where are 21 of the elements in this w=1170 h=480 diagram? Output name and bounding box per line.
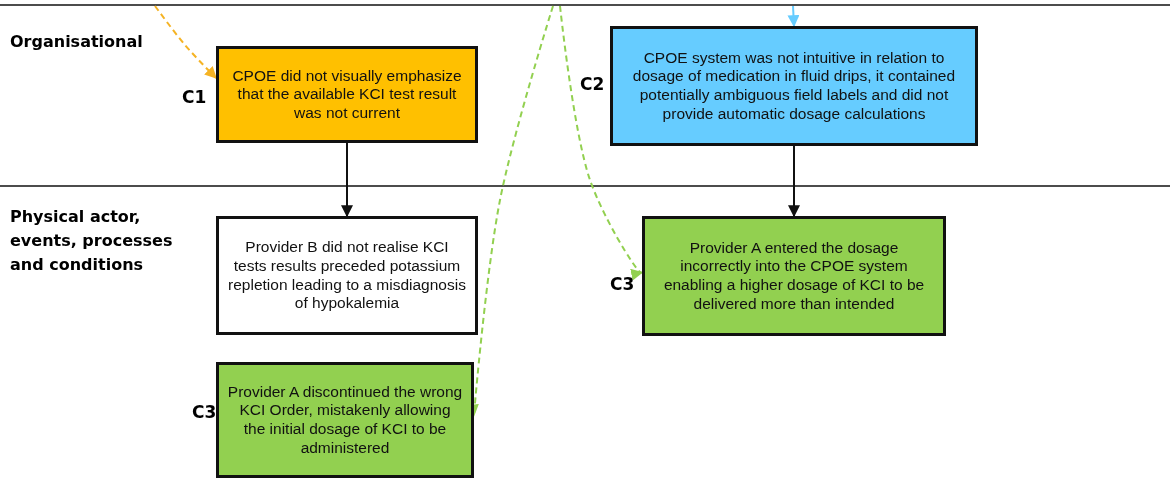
lane-label: Physical actor, events, processes and conditions — [10, 206, 174, 276]
cause-box — [216, 46, 478, 143]
arrow — [559, 5, 644, 281]
cause-code: C1 — [182, 87, 207, 108]
cause-text: CPOE system was not intuitive in relation to dosage of medication in fluid drips, it contained potentially ambiguous field labels and did not provide automatic dosage calculations — [631, 48, 957, 124]
arrow — [787, 5, 800, 28]
arrow — [788, 145, 800, 218]
arrow — [341, 142, 353, 218]
lane-label: Organisational — [10, 31, 144, 53]
cause-text: CPOE did not visually emphasize that the available KCI test result was not current — [231, 66, 463, 123]
arrow — [154, 5, 217, 79]
cause-box — [216, 362, 474, 478]
cause-box — [216, 216, 478, 335]
cause-text: Provider B did not realise KCI tests results preceded potassium repletion leading to a misdiagnosis of hypokalemia — [227, 238, 467, 313]
cause-text: Provider A entered the dosage incorrectly into the CPOE system enabling a higher dosage of KCI to be delivered more than intended — [662, 238, 926, 314]
cause-text: Provider A discontinued the wrong KCI Order, mistakenly allowing the initial dosage of KCI to be administered — [227, 382, 463, 458]
cause-code: C3 — [192, 402, 217, 423]
cause-box — [642, 216, 946, 336]
cause-box — [610, 26, 978, 146]
cause-code: C2 — [580, 74, 605, 94]
cause-code: C3 — [610, 273, 635, 294]
